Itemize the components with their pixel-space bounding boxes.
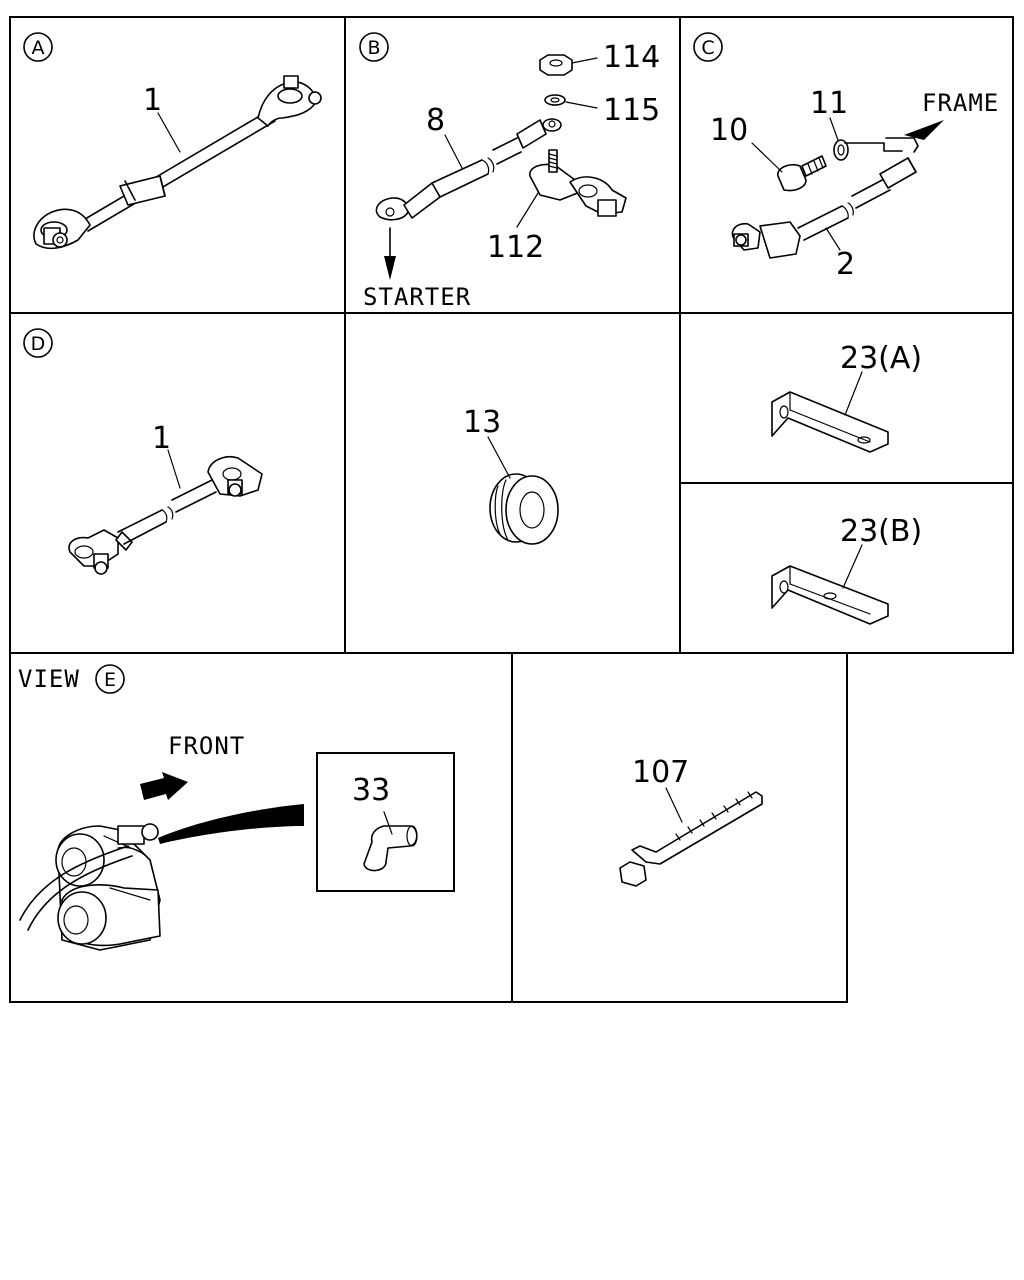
part-1-leader xyxy=(167,449,181,489)
bracket-23b-drawing xyxy=(771,565,889,625)
panel-bracket-b: 23(B) xyxy=(771,514,922,625)
panel-cable-tie: 107 xyxy=(619,755,763,887)
part-10-label: 10 xyxy=(710,113,748,148)
cable-tie-107-drawing xyxy=(619,791,763,887)
part-115-label: 115 xyxy=(603,93,660,128)
cap-33-drawing xyxy=(363,825,418,872)
panel-c-tag: C xyxy=(701,37,714,59)
part-33-label: 33 xyxy=(352,773,390,808)
part-112-label: 112 xyxy=(487,230,544,265)
part-23b-label: 23(B) xyxy=(840,514,922,549)
part-23a-leader xyxy=(844,371,863,416)
washer-11-drawing xyxy=(833,139,849,161)
panel-bracket-a: 23(A) xyxy=(771,341,922,453)
part-107-leader xyxy=(665,787,683,823)
front-caption: FRONT xyxy=(168,732,245,760)
panel-frames xyxy=(9,16,1014,1003)
panel-b-tag-circle xyxy=(359,32,389,62)
grommet-13-drawing xyxy=(489,473,559,545)
panel-c-tag-circle xyxy=(693,32,723,62)
part-23b-leader xyxy=(842,544,863,589)
panel-d: D 1 xyxy=(23,328,263,575)
part-1-label: 1 xyxy=(152,421,171,456)
panel-d-tag-circle xyxy=(23,328,53,358)
part-107-label: 107 xyxy=(632,755,689,790)
panel-c: C 10 11 2 FRAME xyxy=(693,32,999,282)
part-13-leader xyxy=(487,436,511,479)
part-33-leader xyxy=(383,811,393,835)
part-2-leader xyxy=(825,227,841,251)
starter-caption: STARTER xyxy=(363,283,471,311)
bolt-10-drawing xyxy=(777,155,827,192)
panel-b-tag: B xyxy=(367,37,380,59)
battery-cable-d-drawing xyxy=(68,456,263,575)
view-e-tag-circle xyxy=(95,664,125,694)
detail-box xyxy=(316,752,455,892)
part-1-leader xyxy=(157,112,181,153)
part-13-label: 13 xyxy=(463,405,501,440)
view-e-prefix: VIEW xyxy=(18,665,80,693)
washer-115-drawing xyxy=(544,94,566,106)
part-10-leader xyxy=(751,142,783,173)
panel-a-tag-circle xyxy=(23,32,53,62)
part-1-label: 1 xyxy=(143,83,162,118)
part-23a-label: 23(A) xyxy=(840,341,922,376)
detail-pointer xyxy=(158,804,304,844)
starter-motor-drawing xyxy=(19,823,161,951)
panel-b: B 8 xyxy=(359,32,660,311)
part-114-label: 114 xyxy=(603,40,660,75)
panel-grommet: 13 xyxy=(463,405,559,545)
part-11-label: 11 xyxy=(810,86,848,121)
part-11-leader xyxy=(829,117,839,141)
part-112-leader xyxy=(516,192,539,228)
view-e-tag: E xyxy=(104,669,116,691)
part-8-label: 8 xyxy=(426,103,445,138)
nut-114-drawing xyxy=(539,54,573,76)
panel-view-e: VIEW E FRONT 33 xyxy=(18,664,455,951)
panel-a-tag: A xyxy=(32,37,45,59)
battery-cable-a-drawing xyxy=(33,75,322,250)
panel-a: A 1 xyxy=(23,32,322,250)
part-2-label: 2 xyxy=(836,247,855,282)
part-8-leader xyxy=(444,134,463,169)
part-114-leader xyxy=(571,57,598,64)
bracket-23a-drawing xyxy=(771,391,889,453)
panel-d-tag: D xyxy=(31,333,46,355)
frame-caption: FRAME xyxy=(922,89,999,117)
part-115-leader xyxy=(565,101,598,109)
front-arrow-icon xyxy=(140,772,188,800)
terminal-112-drawing xyxy=(529,149,627,217)
starter-cable-drawing xyxy=(375,118,562,280)
